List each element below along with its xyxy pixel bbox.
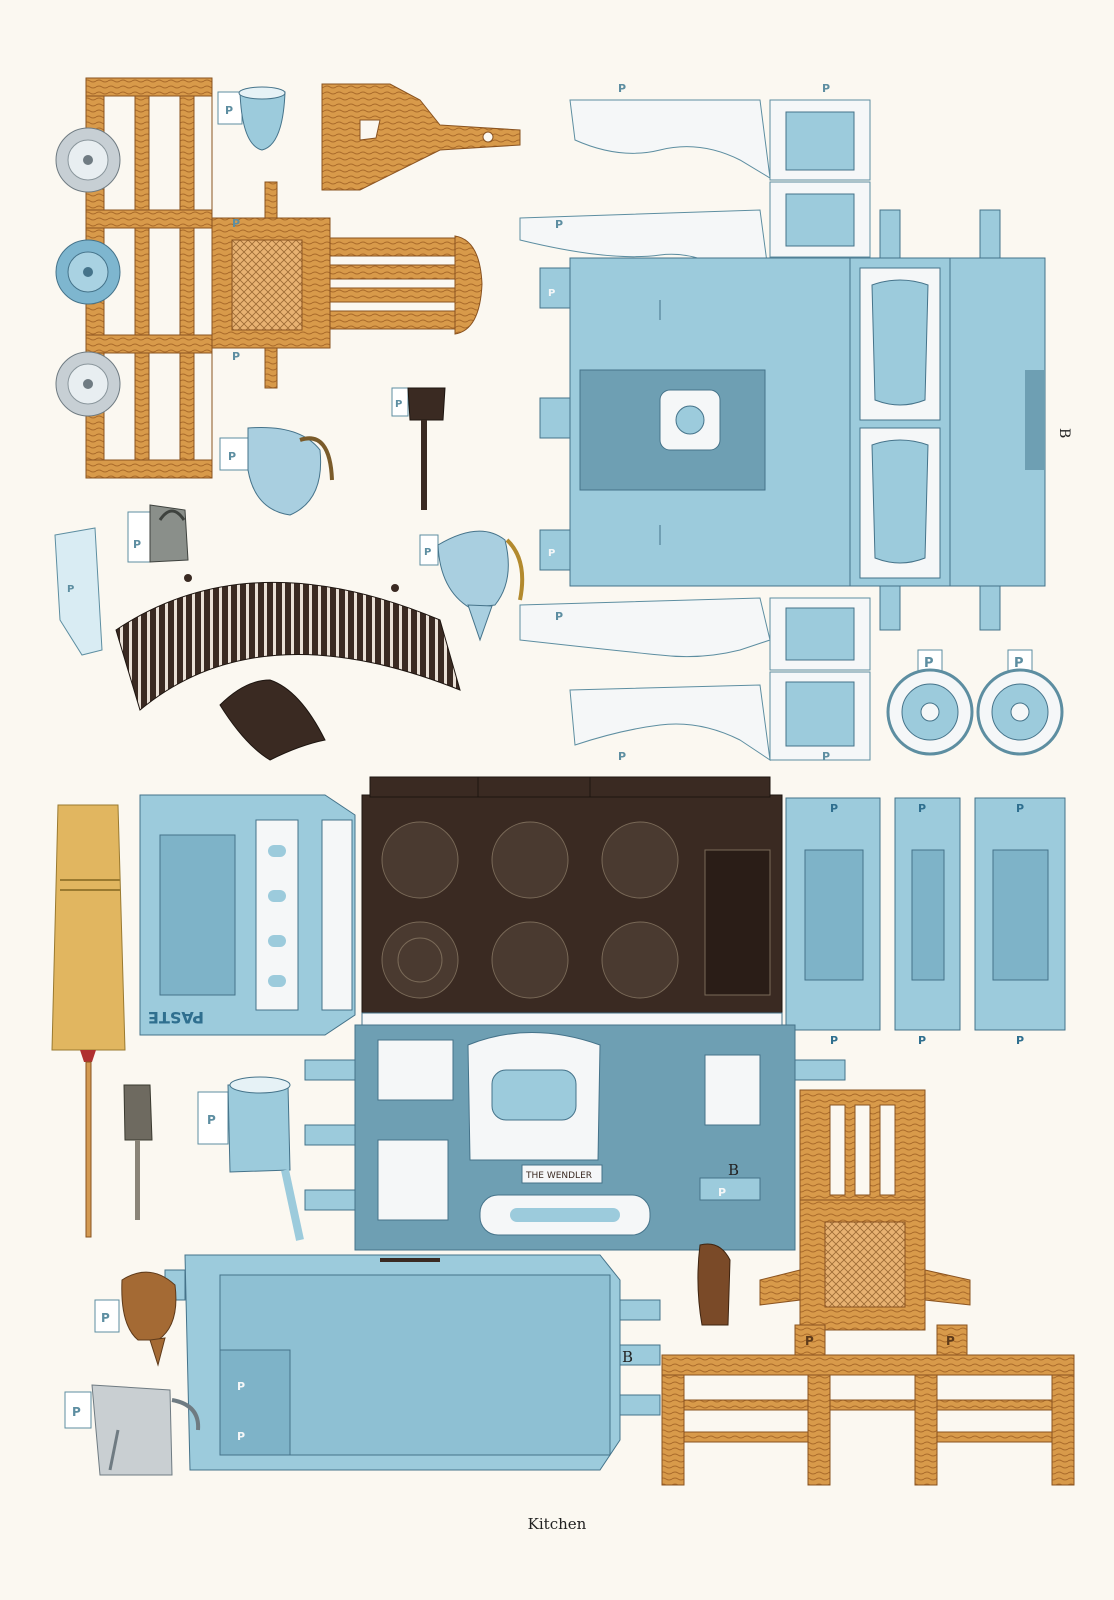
glue-tab-p: P: [232, 217, 240, 230]
chair-legs-strip: [661, 1354, 1075, 1486]
svg-text:P: P: [101, 1311, 110, 1325]
svg-text:P: P: [918, 1034, 926, 1047]
pot-lid-icon: [55, 127, 121, 193]
saucepan-icon: P: [197, 1076, 304, 1241]
stove-oven-doors-panel: B: [849, 209, 1072, 631]
stove-leg-pieces-top: P P P: [519, 82, 871, 286]
baking-pan: P: [54, 527, 103, 656]
placement-mark-b: B: [728, 1161, 739, 1179]
svg-text:P: P: [67, 584, 74, 595]
placement-mark-b: B: [622, 1348, 633, 1366]
coffee-pot-icon: P: [64, 1384, 201, 1476]
svg-text:P: P: [618, 750, 626, 763]
scrub-brush-icon: [697, 1243, 731, 1326]
svg-text:P: P: [1016, 1034, 1024, 1047]
svg-text:P: P: [228, 450, 236, 463]
kettle-icon: P: [219, 427, 334, 516]
svg-text:P: P: [918, 802, 926, 815]
svg-text:P: P: [805, 1334, 814, 1348]
svg-text:P: P: [718, 1186, 726, 1199]
svg-text:P: P: [830, 1034, 838, 1047]
flat-iron-icon: P: [127, 504, 189, 563]
svg-text:P: P: [822, 82, 830, 95]
svg-text:P: P: [225, 104, 233, 117]
svg-text:P: P: [946, 1334, 955, 1348]
svg-text:P: P: [555, 610, 563, 623]
paste-label: PASTE: [148, 1008, 204, 1027]
svg-text:P: P: [133, 538, 141, 551]
sink-net: B P P: [164, 1254, 661, 1471]
range-left-side-panel: PASTE: [139, 794, 356, 1036]
svg-text:P: P: [555, 218, 563, 231]
pot-lid-icon: [55, 239, 121, 305]
svg-text:P: P: [424, 547, 431, 558]
page-caption: Kitchen: [527, 1515, 587, 1533]
svg-text:P: P: [548, 288, 555, 299]
pot-lids: [55, 127, 121, 417]
svg-text:P: P: [822, 750, 830, 763]
stove-leg-pieces-bottom: P P P: [519, 597, 871, 763]
svg-text:P: P: [548, 548, 555, 559]
svg-text:P: P: [237, 1430, 245, 1443]
svg-text:P: P: [237, 1380, 245, 1393]
stove-wheel-icon: P: [886, 649, 974, 756]
svg-text:P: P: [618, 82, 626, 95]
svg-text:P: P: [924, 656, 934, 671]
skillet-icon: P: [391, 387, 446, 510]
broom-icon: [51, 804, 126, 1238]
kettle-icon: P: [419, 530, 525, 642]
svg-text:P: P: [72, 1405, 81, 1419]
chair-back-piece: [321, 83, 521, 191]
placement-mark-b: B: [1056, 428, 1072, 438]
range-front-panel: THE WENDLER B P: [304, 1024, 846, 1251]
svg-text:P: P: [207, 1113, 216, 1127]
pot-lid-icon: [55, 351, 121, 417]
svg-text:P: P: [1014, 656, 1024, 671]
range-back-panels: P P P P P P: [785, 797, 1066, 1047]
stove-box-body: P P: [539, 257, 851, 587]
stove-wheel-icon: P: [976, 649, 1064, 756]
stove-wheels: P P: [886, 649, 1064, 756]
svg-text:P: P: [1016, 802, 1024, 815]
side-chair-net: P P: [759, 1089, 971, 1356]
dustpan-icon: [123, 1084, 153, 1220]
glue-tab-p: P: [232, 350, 240, 363]
chair-seat-piece: P P: [211, 181, 483, 389]
svg-text:P: P: [395, 399, 402, 410]
teapot-icon: P: [94, 1271, 177, 1367]
stove-nameplate: THE WENDLER: [525, 1171, 592, 1181]
svg-text:P: P: [830, 802, 838, 815]
stovepipe-icon: [115, 574, 461, 761]
bowl-icon: P: [217, 86, 286, 151]
range-cooktop: [361, 776, 783, 1026]
